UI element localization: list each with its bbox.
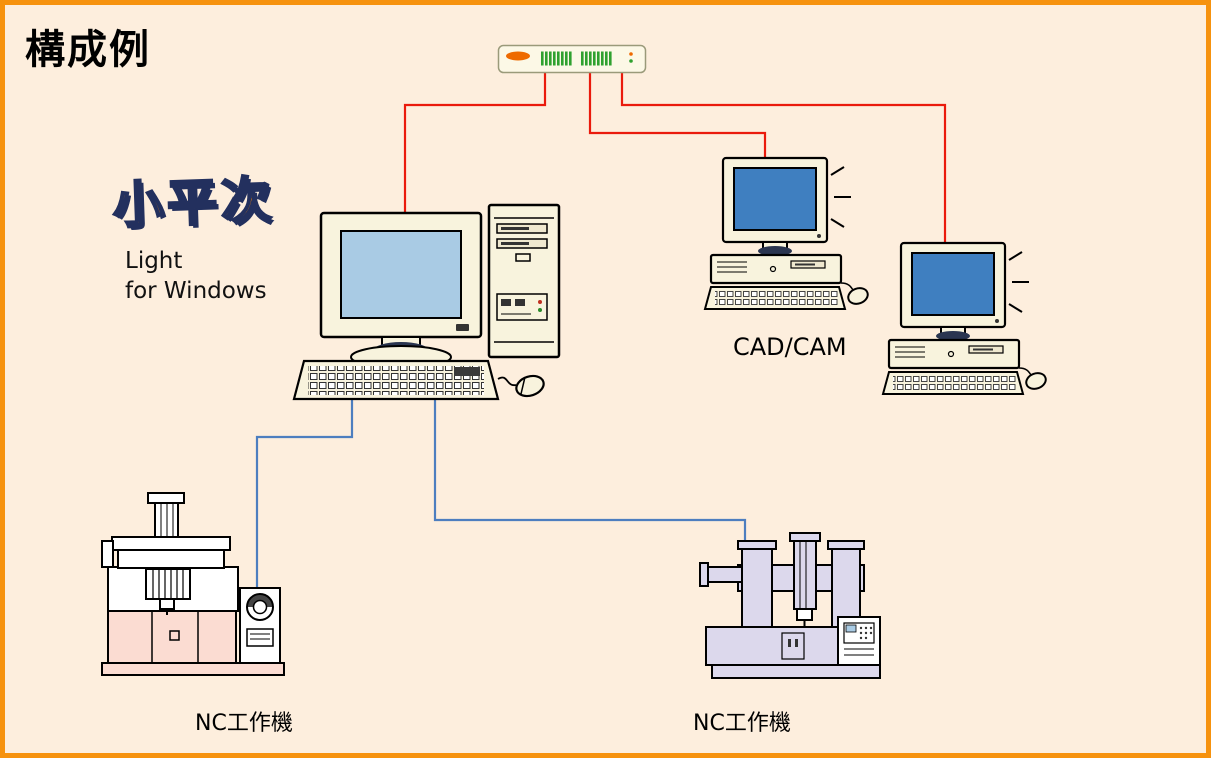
hub-status-dot-2 <box>629 59 633 63</box>
tower-eject-button <box>515 253 531 262</box>
product-logo: 小平次 Light for Windows <box>111 163 277 307</box>
spindle-motor <box>154 502 179 538</box>
hub-logo-mark <box>506 51 530 61</box>
controller-pedestal <box>239 587 281 664</box>
cad-workstation-1 <box>703 156 869 310</box>
mouse-icon <box>515 374 545 398</box>
monitor-power-button <box>456 324 469 331</box>
spindle-nose <box>796 608 813 621</box>
logo-subtitle-line1: Light <box>125 248 183 274</box>
keyboard-keys <box>715 291 839 305</box>
left-column <box>741 546 773 628</box>
main-computer-tower <box>487 203 561 359</box>
logo-subtitle-line2: for Windows <box>125 277 267 304</box>
right-column-cap <box>827 540 865 550</box>
case-vents <box>717 261 747 273</box>
nc-machine-left-label: NC工作機 <box>195 711 293 736</box>
main-computer-monitor <box>319 211 483 369</box>
cad-workstation-2 <box>881 241 1047 395</box>
monitor-power-led <box>995 319 999 323</box>
case-power-button <box>769 265 777 273</box>
cadcam-label: CAD/CAM <box>733 333 847 361</box>
logo-koheiji: 小平次 <box>111 170 277 236</box>
case-floppy-slit <box>795 263 815 266</box>
case-power-button <box>947 350 955 358</box>
machine-base-plate <box>101 662 285 676</box>
case-floppy-slit <box>973 348 993 351</box>
nc-machine-right-icon <box>699 532 881 679</box>
mouse-icon <box>847 287 869 305</box>
head-block <box>117 549 225 569</box>
lan-cables <box>403 72 947 245</box>
hub-led-bank-2 <box>581 51 612 66</box>
machine-base-cabinet <box>107 610 237 664</box>
lan-cable-to-cad2 <box>620 72 947 245</box>
network-hub-icon <box>497 44 647 74</box>
connection-lines <box>255 72 947 593</box>
case-vents <box>895 346 925 358</box>
spindle-slide <box>145 568 191 600</box>
hub-status-dot-1 <box>629 52 633 56</box>
beep-sparkle-icon <box>1008 251 1029 313</box>
hub-led-bank-1 <box>541 51 572 66</box>
tower-floppy-drives <box>496 223 548 249</box>
spindle-nose <box>159 598 175 610</box>
monitor-swivel <box>758 246 792 256</box>
head-top-rail <box>111 536 231 551</box>
lan-cable-to-cad1 <box>588 72 767 160</box>
machine-base-plate <box>711 664 881 679</box>
machine-cable-to-nc-left <box>255 399 354 593</box>
monitor-screen <box>911 252 995 316</box>
monitor-swivel <box>936 331 970 341</box>
beep-sparkle-icon <box>830 166 851 228</box>
monitor-screen <box>733 167 817 231</box>
hub-body <box>497 44 647 74</box>
monitor-screen <box>340 230 462 319</box>
page-title: 構成例 <box>25 27 151 73</box>
keyboard-function-cluster <box>454 367 480 376</box>
main-computer-keyboard-mouse <box>292 359 545 401</box>
keyboard-keys <box>893 376 1017 390</box>
side-arm <box>703 566 745 583</box>
left-column-cap <box>737 540 777 550</box>
side-bracket <box>101 540 114 568</box>
control-panel <box>837 616 881 666</box>
mouse-cord <box>1018 367 1032 376</box>
mouse-button-divider <box>520 376 526 395</box>
spindle-motor-cap <box>147 492 185 504</box>
mouse-cord <box>497 376 517 386</box>
mouse-cord <box>840 282 854 291</box>
lan-cable-to-main <box>403 72 547 215</box>
mouse-icon <box>1025 372 1047 390</box>
center-slide <box>789 532 821 610</box>
machine-cables <box>255 399 747 593</box>
nc-machine-right-label: NC工作機 <box>693 711 791 736</box>
logo-subtitle: Light for Windows <box>125 247 275 307</box>
side-arm-cap <box>699 562 709 587</box>
nc-machine-left-icon <box>101 492 285 676</box>
machine-cable-to-nc-right <box>433 399 747 555</box>
right-column <box>831 546 861 628</box>
monitor-power-led <box>817 234 821 238</box>
tower-control-panel <box>496 293 548 321</box>
